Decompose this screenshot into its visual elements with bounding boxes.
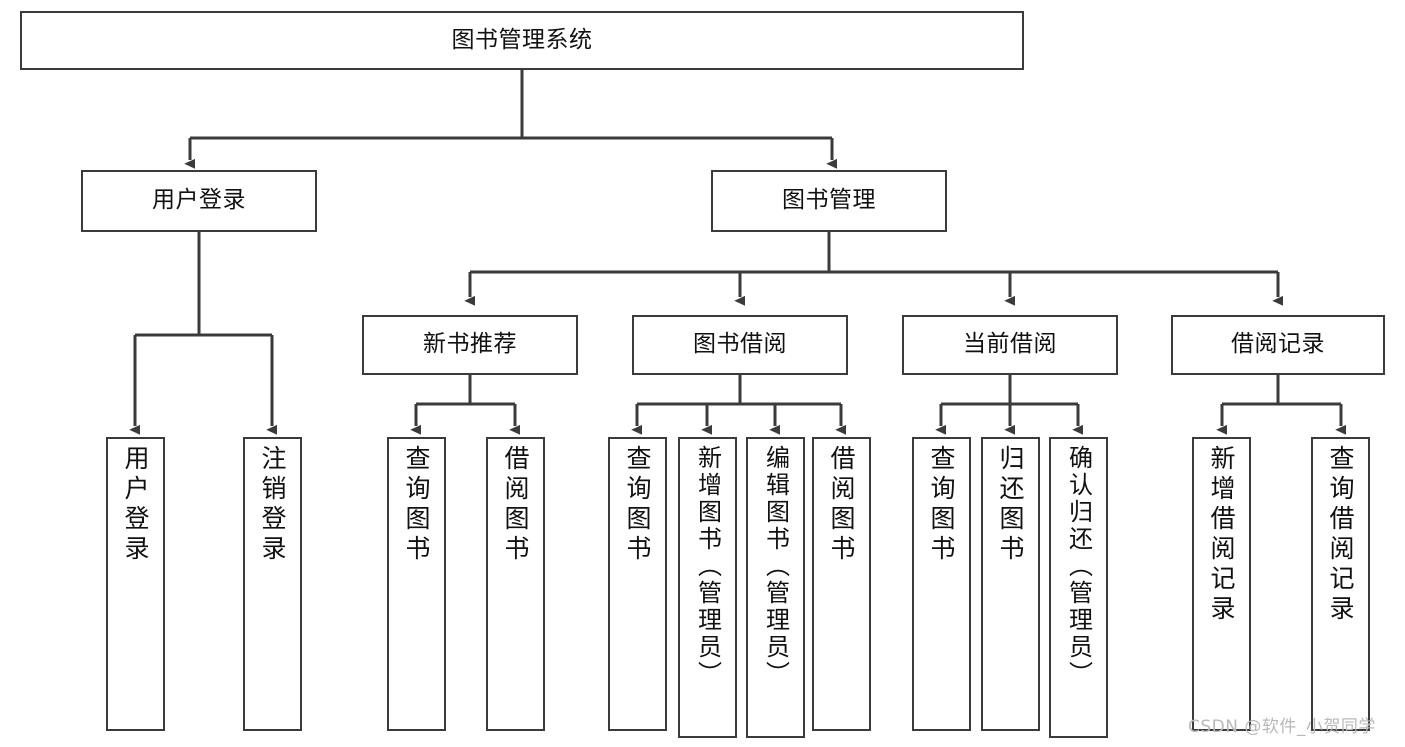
leaf-borrow-record-query-record[interactable]: 查询借阅记录 [1311,437,1370,731]
node-label: 图书管理系统 [451,26,593,53]
leaf-book-borrow-edit-book-admin[interactable]: 编辑图书（管理员） [746,437,805,738]
node-borrow-record[interactable]: 借阅记录 [1171,315,1385,375]
node-label: 新增借阅记录 [1207,445,1236,625]
leaf-user-login-logout[interactable]: 注销登录 [243,437,302,731]
node-label: 用户登录 [121,445,150,565]
node-user-login[interactable]: 用户登录 [81,170,317,232]
node-root-book-management-system[interactable]: 图书管理系统 [20,11,1024,70]
leaf-new-book-query-book[interactable]: 查询图书 [387,437,446,731]
node-label: 图书借阅 [693,331,787,358]
node-label: 借阅图书 [501,445,530,565]
node-label: 用户登录 [152,187,246,214]
node-label: 查询图书 [623,445,652,565]
leaf-current-borrow-query-book[interactable]: 查询图书 [912,437,971,731]
node-label: 编辑图书（管理员） [761,445,790,688]
leaf-borrow-record-add-record[interactable]: 新增借阅记录 [1192,437,1251,731]
node-label: 查询图书 [402,445,431,565]
node-label: 确认归还（管理员） [1064,445,1093,688]
leaf-user-login-login[interactable]: 用户登录 [106,437,165,731]
node-label: 新书推荐 [423,331,517,358]
leaf-current-borrow-return-book[interactable]: 归还图书 [981,437,1040,731]
node-label: 借阅记录 [1231,331,1325,358]
node-label: 新增图书（管理员） [693,445,722,688]
node-label: 借阅图书 [827,445,856,565]
leaf-book-borrow-add-book-admin[interactable]: 新增图书（管理员） [678,437,737,738]
node-new-book-recommend[interactable]: 新书推荐 [362,315,578,375]
node-label: 归还图书 [996,445,1025,565]
node-label: 查询借阅记录 [1326,445,1355,625]
node-book-borrow[interactable]: 图书借阅 [632,315,848,375]
node-label: 图书管理 [782,187,876,214]
node-label: 查询图书 [927,445,956,565]
node-book-management[interactable]: 图书管理 [711,170,947,232]
leaf-book-borrow-borrow-book[interactable]: 借阅图书 [812,437,871,731]
node-label: 当前借阅 [963,331,1057,358]
node-label: 注销登录 [258,445,287,565]
leaf-book-borrow-query-book[interactable]: 查询图书 [608,437,667,731]
node-current-borrow[interactable]: 当前借阅 [902,315,1118,375]
leaf-current-borrow-confirm-return-admin[interactable]: 确认归还（管理员） [1049,437,1108,738]
leaf-new-book-borrow-book[interactable]: 借阅图书 [486,437,545,731]
